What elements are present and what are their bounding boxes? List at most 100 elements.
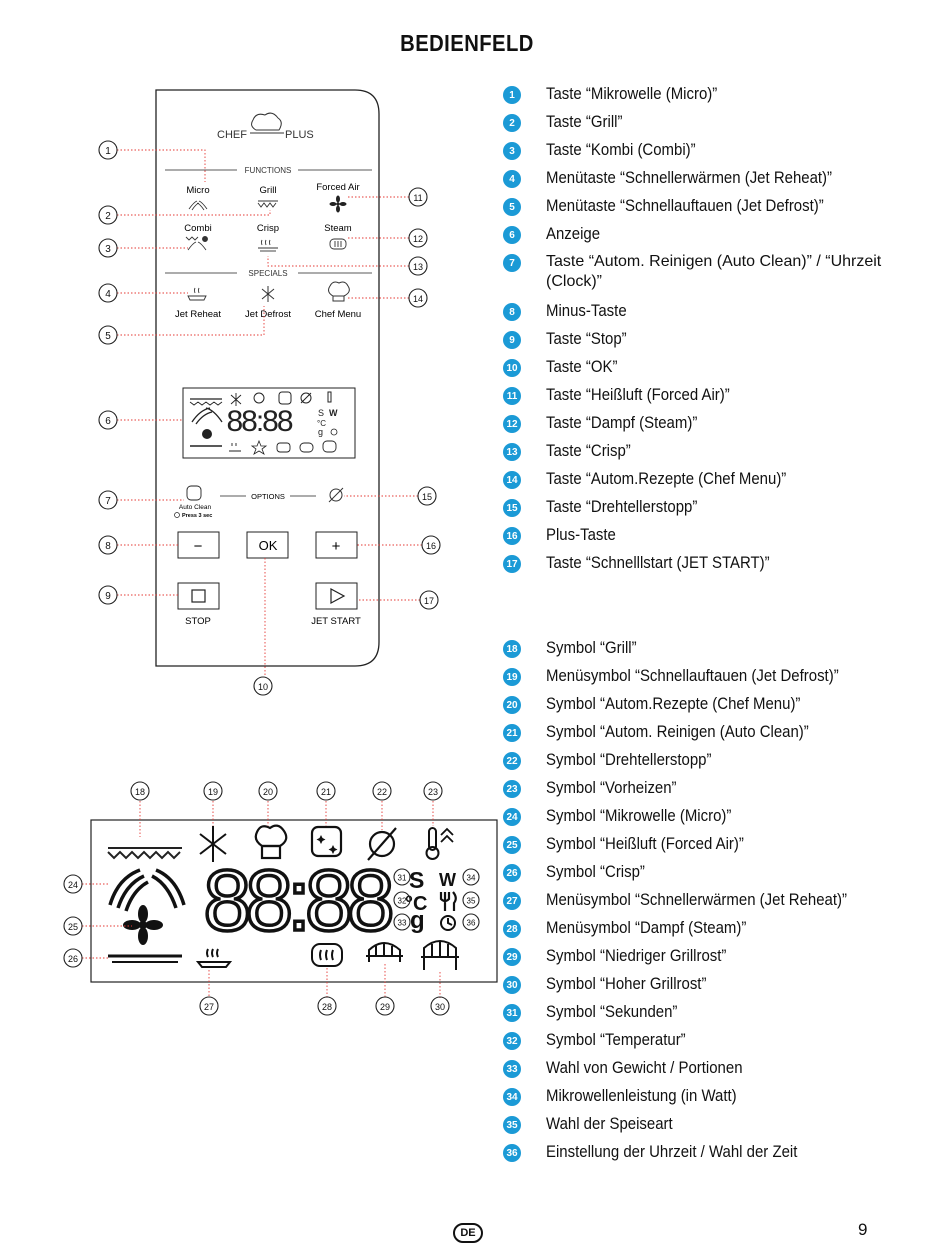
brand-chef: CHEF: [217, 129, 247, 141]
auto-clean-icon: [310, 825, 343, 858]
callout-8: 8: [105, 541, 111, 552]
grill-icon: [257, 200, 278, 208]
mini-unit-w: W: [329, 408, 338, 418]
specials-label: SPECIALS: [248, 269, 287, 278]
legend-item: 16 Plus-Taste: [503, 525, 896, 545]
stop-square-icon: [191, 589, 206, 603]
callout-28: 28: [322, 1002, 332, 1012]
legend-text: Menüsymbol “Schnellauftauen (Jet Defrost…: [546, 666, 839, 685]
callout-36: 36: [467, 919, 476, 928]
callout-12: 12: [413, 234, 423, 244]
defrost-icon: [199, 826, 227, 862]
legend-badge: 17: [503, 555, 521, 573]
legend-badge: 1: [503, 86, 521, 104]
crisp-label: Crisp: [257, 223, 279, 234]
callout-27: 27: [204, 1002, 214, 1012]
legend-badge: 7: [503, 254, 521, 272]
callout-5: 5: [105, 331, 111, 342]
legend-text: Symbol “Autom. Reinigen (Auto Clean)”: [546, 722, 809, 741]
grill-label: Grill: [260, 185, 277, 196]
plus-button[interactable]: [315, 531, 358, 559]
legend-item: 2 Taste “Grill”: [503, 112, 896, 132]
legend-item: 19 Menüsymbol “Schnellauftauen (Jet Defro…: [503, 666, 896, 686]
chef-hat-icon: [254, 824, 288, 860]
legend-text: Taste “Heißluft (Forced Air)”: [546, 385, 730, 404]
auto-clean-button[interactable]: [186, 485, 202, 501]
callout-30: 30: [435, 1002, 445, 1012]
micro-label: Micro: [186, 185, 209, 196]
chef-hat-logo-icon: [250, 112, 284, 134]
legend-text: Wahl von Gewicht / Portionen: [546, 1058, 743, 1077]
ok-button[interactable]: [246, 531, 289, 559]
jet-reheat-label: Jet Reheat: [175, 309, 221, 320]
callout-22: 22: [377, 787, 387, 797]
auto-clean-label: Auto Clean: [179, 504, 212, 511]
legend-badge: 19: [503, 668, 521, 686]
stop-button[interactable]: [177, 582, 220, 610]
callout-2: 2: [105, 211, 111, 222]
legend-text: Anzeige: [546, 224, 601, 243]
legend-badge: 2: [503, 114, 521, 132]
callout-6: 6: [105, 416, 111, 427]
legend-badge: 21: [503, 724, 521, 742]
callout-11: 11: [413, 193, 422, 203]
legend-badge: 36: [503, 1144, 521, 1162]
legend-text: Taste “Schnelllstart (JET START)”: [546, 553, 770, 572]
legend-text: Wahl der Speiseart: [546, 1114, 673, 1133]
legend-text: Taste “Crisp”: [546, 441, 631, 460]
callout-18: 18: [135, 787, 145, 797]
callout-35: 35: [467, 897, 476, 906]
control-panel-diagram: CHEF PLUS FUNCTIONS Micro Grill Forced A…: [98, 89, 441, 696]
steam-icon-large: [311, 943, 343, 967]
callout-31: 31: [398, 874, 407, 883]
legend-badge: 25: [503, 836, 521, 854]
legend-badge: 33: [503, 1060, 521, 1078]
main-display-digits: 88:88: [203, 853, 391, 949]
unit-c: °C: [405, 893, 427, 915]
legend-text: Taste “Grill”: [546, 112, 623, 131]
mini-unit-s: S: [318, 408, 324, 418]
legend-text: Plus-Taste: [546, 525, 616, 544]
legend-text: Menütaste “Schnellerwärmen (Jet Reheat)”: [546, 168, 833, 187]
minus-label: −: [194, 538, 203, 555]
legend-badge: 11: [503, 387, 521, 405]
callout-25: 25: [68, 922, 78, 932]
jet-start-button[interactable]: [315, 582, 358, 610]
chef-menu-icon: [328, 281, 350, 302]
callout-13: 13: [413, 262, 423, 272]
callout-15: 15: [422, 492, 432, 502]
legend-item: 33 Wahl von Gewicht / Portionen: [503, 1058, 896, 1078]
legend-badge: 13: [503, 443, 521, 461]
display-diagram: 88:88 S °C g W: [63, 781, 498, 1016]
steam-label: Steam: [324, 223, 352, 234]
legend-badge: 29: [503, 948, 521, 966]
legend-text: Taste “Autom.Rezepte (Chef Menu)”: [546, 469, 787, 488]
legend-badge: 16: [503, 527, 521, 545]
jet-reheat-icon-large: [195, 948, 233, 968]
mini-display: [182, 387, 356, 459]
legend-text: Taste “Autom. Reinigen (Auto Clean)” / “…: [546, 253, 882, 290]
chef-menu-label: Chef Menu: [315, 309, 361, 320]
unit-w: W: [439, 870, 456, 890]
legend-text: Minus-Taste: [546, 301, 627, 320]
legend-text: Taste “OK”: [546, 357, 618, 376]
press-3-sec-label: Press 3 sec: [182, 513, 212, 519]
legend-badge: 5: [503, 198, 521, 216]
page-number: 9: [858, 1220, 868, 1239]
legend-badge: 9: [503, 331, 521, 349]
ok-label: OK: [259, 538, 278, 553]
combi-icon: [185, 236, 208, 251]
brand-plus: PLUS: [285, 129, 314, 141]
jet-defrost-label: Jet Defrost: [245, 309, 291, 320]
